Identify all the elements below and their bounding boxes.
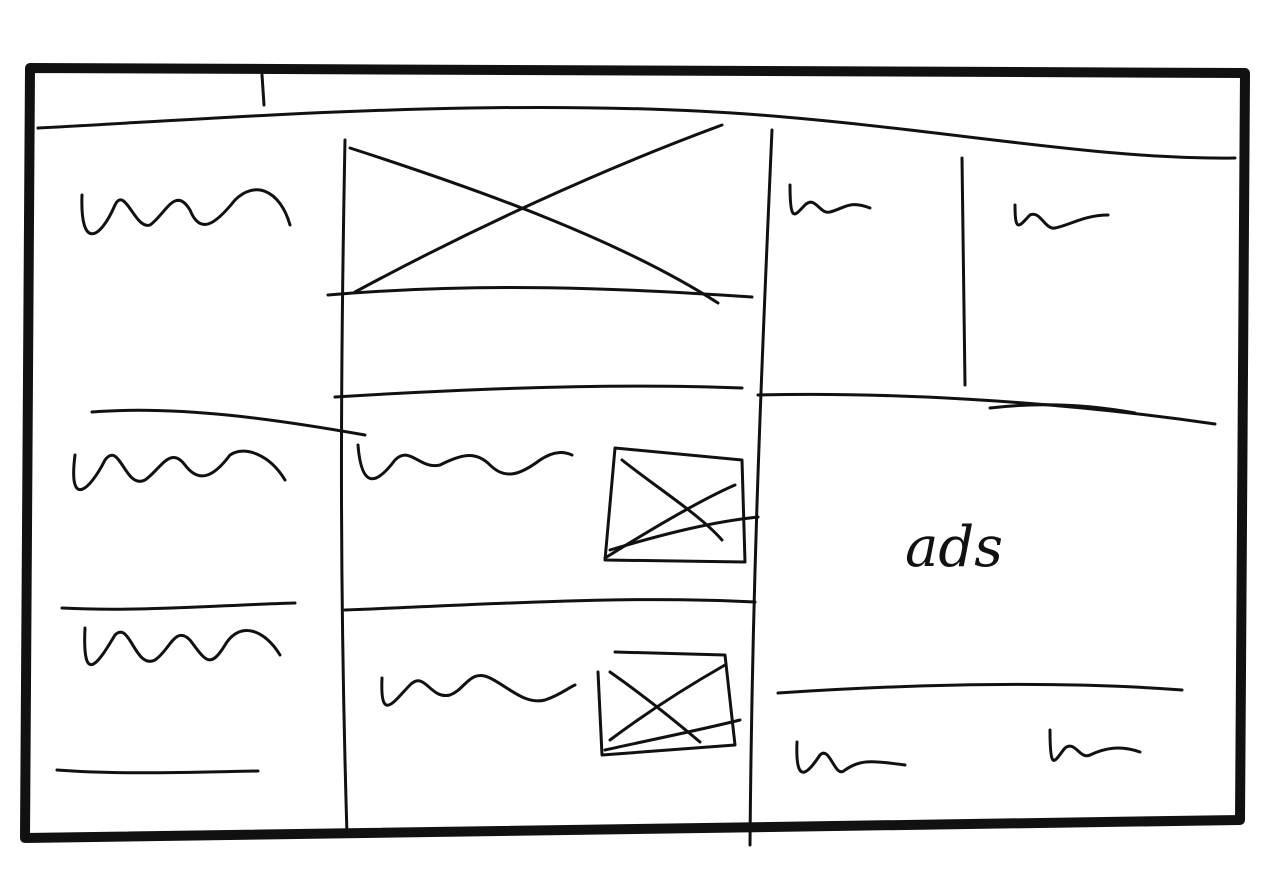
- right-divider-2: [776, 682, 1184, 695]
- left-text-2: [72, 449, 287, 492]
- left-text-1: [80, 188, 292, 235]
- article-2-thumbnail: [596, 650, 742, 757]
- header-tick: [260, 73, 266, 107]
- hero-image-placeholder: [326, 123, 754, 305]
- right-text-2: [1013, 203, 1110, 230]
- left-divider-2: [60, 601, 297, 611]
- right-inner-divider: [960, 156, 967, 387]
- left-divider-1: [90, 408, 367, 437]
- article-2-text: [380, 674, 577, 707]
- right-footer-text-1: [795, 740, 907, 774]
- right-column-divider: [748, 128, 774, 847]
- article-1-thumbnail: [603, 446, 760, 564]
- right-divider-1b: [988, 403, 1137, 415]
- right-divider-1: [756, 392, 1217, 426]
- left-column-divider: [339, 138, 349, 837]
- middle-divider-1: [333, 384, 744, 399]
- right-footer-text-2: [1048, 728, 1142, 762]
- article-1-text: [356, 443, 574, 481]
- right-text-1: [788, 183, 872, 216]
- ads-placeholder-label: ads: [905, 515, 1003, 580]
- left-text-3: [83, 626, 282, 667]
- header-divider: [36, 105, 1237, 160]
- left-divider-3: [55, 768, 260, 775]
- window-frame: [20, 63, 1250, 843]
- middle-divider-2: [343, 598, 757, 612]
